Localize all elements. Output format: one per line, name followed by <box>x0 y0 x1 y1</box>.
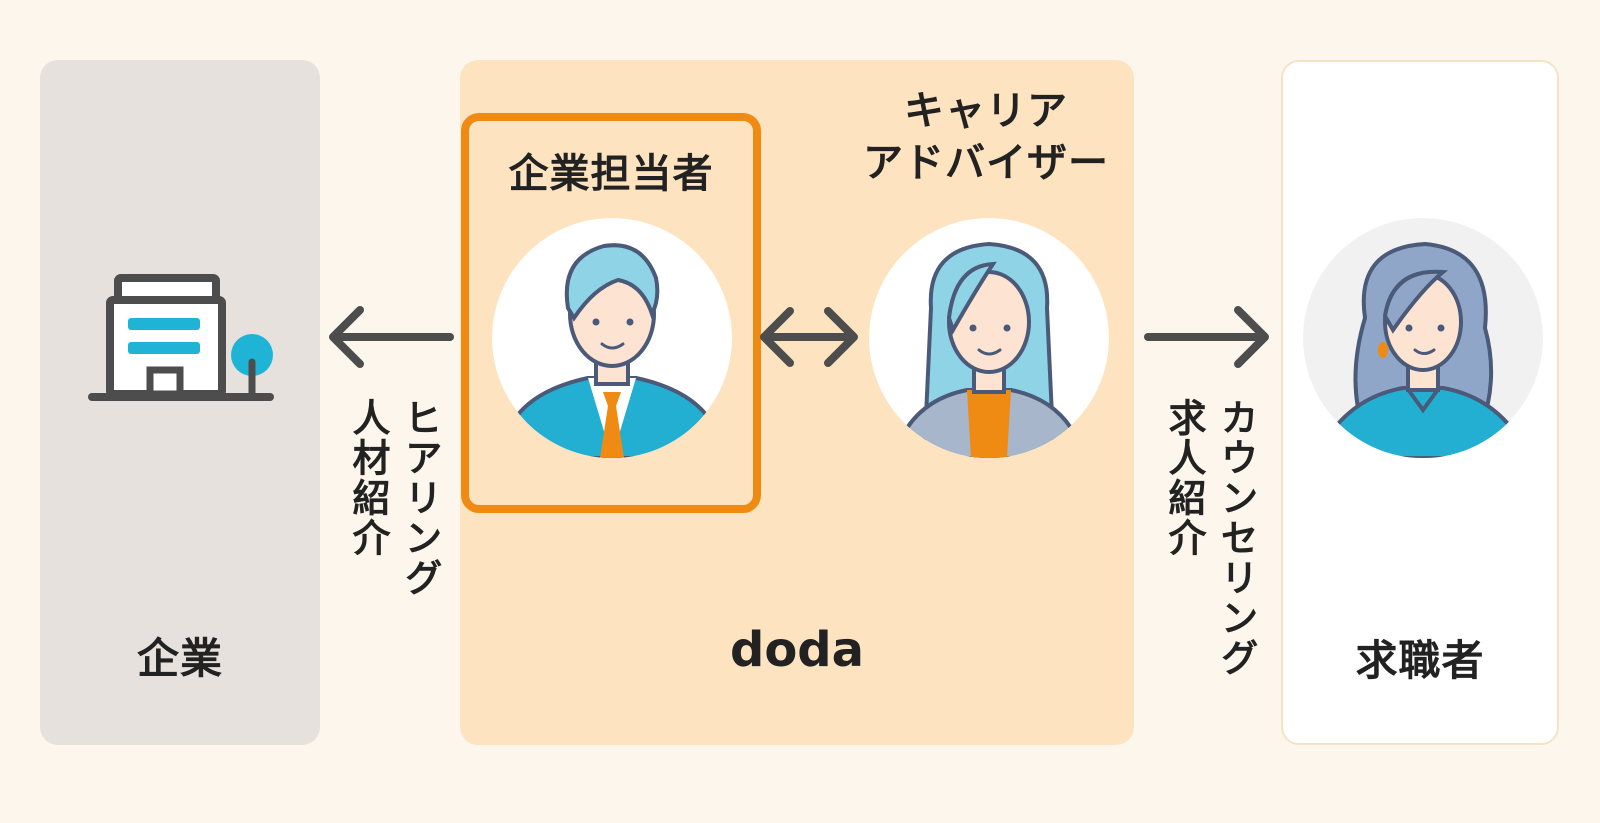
female-advisor-avatar <box>869 218 1109 458</box>
career-advisor-title: キャリア アドバイザー <box>846 85 1126 189</box>
jobseeker-label: 求職者 <box>1355 636 1485 685</box>
jobseeker-avatar <box>1303 218 1543 458</box>
flow-to-company-line2: 人材紹介 <box>346 398 390 558</box>
flow-to-jobseeker-line1: カウンセリング <box>1214 398 1258 678</box>
flow-to-company-text: ヒアリング 人材紹介 <box>342 398 446 598</box>
doda-label: doda <box>729 622 865 678</box>
sales-rep-highlight-box <box>461 113 761 513</box>
flow-to-jobseeker-line2: 求人紹介 <box>1162 398 1206 558</box>
career-advisor-title-line1: キャリア <box>904 88 1068 134</box>
career-advisor-title-line2: アドバイザー <box>863 140 1109 186</box>
company-panel: 企業 <box>40 60 320 745</box>
male-sales-rep-avatar <box>492 218 732 458</box>
flow-to-company-line1: ヒアリング <box>398 398 442 598</box>
company-label: 企業 <box>136 634 223 683</box>
flow-to-jobseeker-text: カウンセリング 求人紹介 <box>1158 398 1262 678</box>
sales-rep-title: 企業担当者 <box>508 151 714 197</box>
